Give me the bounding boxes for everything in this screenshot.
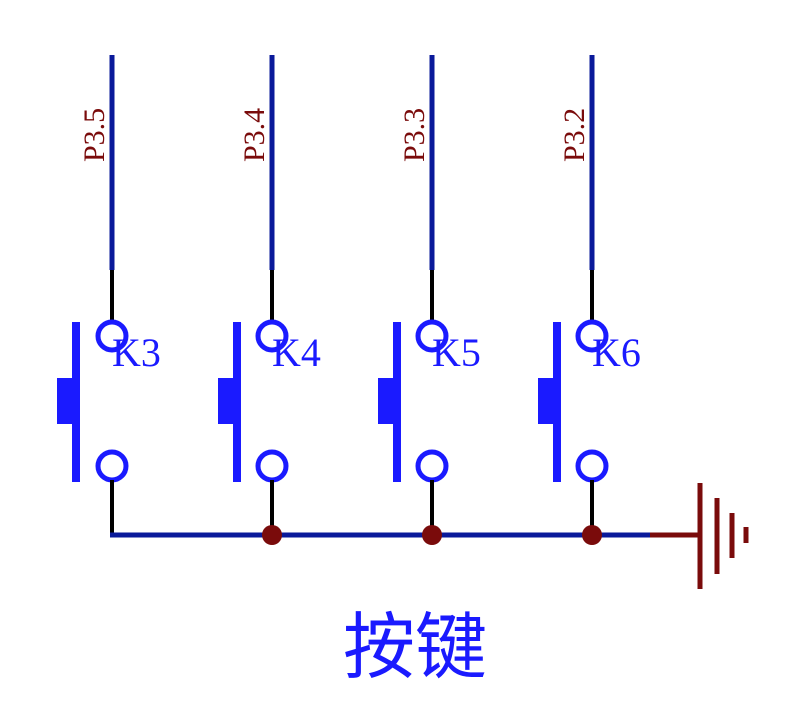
switch-contact-top	[415, 319, 449, 353]
switch-k5: P3.3 K5	[378, 55, 481, 535]
switch-contact-bottom	[575, 449, 609, 483]
net-label-p3-3: P3.3	[398, 108, 431, 162]
net-label-p3-4: P3.4	[238, 108, 271, 162]
switch-contact-top	[255, 319, 289, 353]
switch-k4: P3.4 K4	[218, 55, 321, 535]
ground-icon	[650, 483, 749, 589]
switch-designator-k5: K5	[432, 330, 481, 375]
switch-plunger	[218, 378, 237, 424]
switch-contact-bottom	[255, 449, 289, 483]
net-label-p3-2: P3.2	[558, 108, 591, 162]
switch-plunger	[538, 378, 557, 424]
junction-dot	[582, 525, 602, 545]
switch-k3: P3.5 K3	[57, 55, 161, 535]
net-label-p3-5: P3.5	[78, 108, 111, 162]
diagram-caption: 按键	[343, 605, 487, 689]
switch-designator-k4: K4	[272, 330, 321, 375]
switch-designator-k6: K6	[592, 330, 641, 375]
switch-k6: P3.2 K6	[538, 55, 641, 535]
switch-plunger	[378, 378, 397, 424]
switch-designator-k3: K3	[112, 330, 161, 375]
switch-plunger	[57, 378, 76, 424]
switch-contact-top	[95, 319, 129, 353]
junction-dot	[262, 525, 282, 545]
switch-contact-bottom	[415, 449, 449, 483]
junction-dot	[422, 525, 442, 545]
switch-contact-bottom	[95, 449, 129, 483]
switch-contact-top	[575, 319, 609, 353]
